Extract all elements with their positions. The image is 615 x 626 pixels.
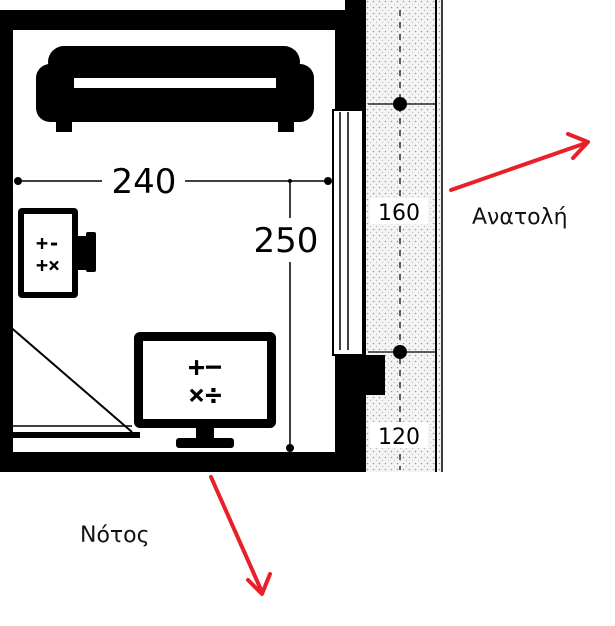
- svg-text:+−: +−: [188, 350, 222, 383]
- calculator-monitor-icon: +- +×: [18, 208, 96, 298]
- svg-text:+×: +×: [36, 253, 60, 277]
- south-label: Νότος: [80, 523, 150, 548]
- wall-segment-marks: 160 120: [368, 97, 436, 450]
- large-calculator-monitor-icon: +− ×÷: [134, 332, 276, 448]
- exterior-wall: [364, 0, 443, 472]
- south-arrow: [209, 475, 272, 596]
- sofa-icon: [36, 46, 314, 132]
- width-dimension: 240: [14, 162, 332, 202]
- depth-dimension: 250: [254, 183, 319, 452]
- room-depth-label: 250: [254, 221, 319, 261]
- door-swing: [0, 317, 140, 438]
- wall-segment-lower-label: 120: [378, 425, 420, 450]
- room-width-label: 240: [112, 162, 177, 202]
- window-frame: [332, 109, 385, 472]
- svg-text:+-: +-: [36, 231, 60, 255]
- svg-text:×÷: ×÷: [188, 378, 222, 411]
- east-label: Ανατολή: [472, 205, 568, 230]
- wall-segment-upper-label: 160: [378, 201, 420, 226]
- east-arrow: [449, 132, 590, 192]
